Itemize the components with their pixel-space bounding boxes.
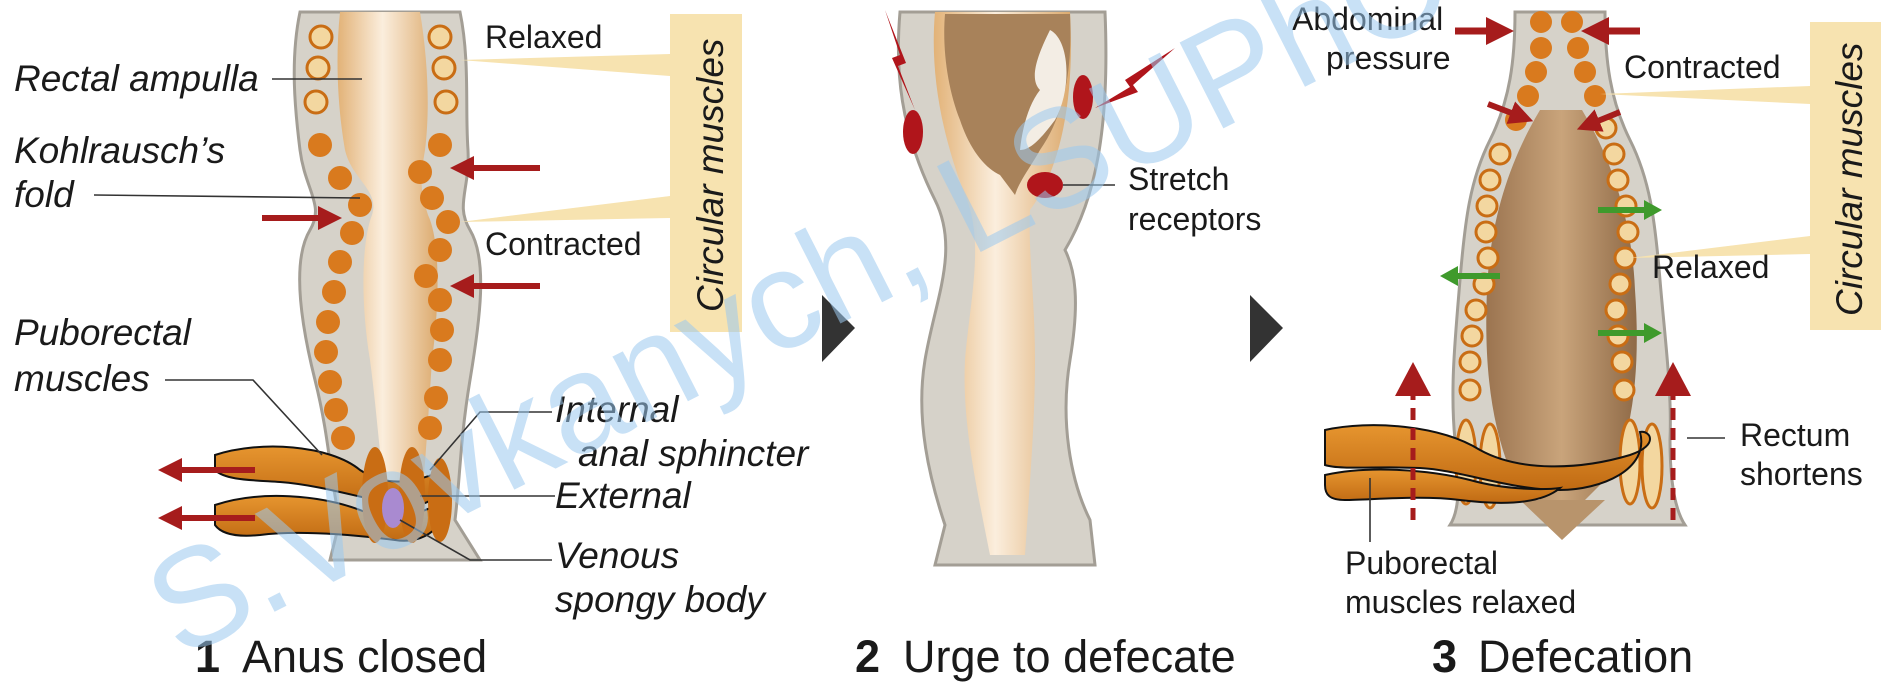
label-stretch-line2: receptors	[1128, 201, 1261, 237]
relaxed-bracket-1	[460, 54, 670, 76]
label-rectum-line1: Rectum	[1740, 417, 1850, 453]
caption-num-2: 2	[855, 631, 880, 682]
caption-text-3: Defecation	[1478, 631, 1693, 682]
arrowhead-relax-left	[1440, 266, 1458, 286]
step-arrow-2	[1250, 295, 1283, 362]
label-kohlrausch-line1: Kohlrausch’s	[14, 130, 225, 171]
label-rectum-line2: shortens	[1740, 456, 1863, 492]
label-relaxed-3: Relaxed	[1652, 249, 1769, 285]
label-puborectal-line2: muscles	[14, 358, 150, 399]
label-venous-line1: Venous	[555, 535, 679, 576]
label-relaxed-1: Relaxed	[485, 19, 602, 55]
contracted-bracket-1	[460, 196, 670, 222]
panel-defecation: Abdominal pressure Contracted Relaxed Ci…	[1292, 1, 1881, 682]
label-contracted-1: Contracted	[485, 226, 642, 262]
label-puborectal-line1: Puborectal	[14, 312, 193, 353]
caption-text-2: Urge to defecate	[903, 631, 1236, 682]
label-puborectal-relaxed-line2: muscles relaxed	[1345, 584, 1576, 620]
contracted-bracket-3	[1600, 86, 1810, 104]
label-rectal-ampulla: Rectal ampulla	[14, 58, 259, 99]
label-venous-line2: spongy body	[555, 579, 767, 620]
caption-num-3: 3	[1432, 631, 1457, 682]
label-contracted-3: Contracted	[1624, 49, 1781, 85]
arrowhead-shorten-left	[1395, 362, 1431, 396]
label-puborectal-relaxed-line1: Puborectal	[1345, 545, 1498, 581]
label-circular-muscles-3: Circular muscles	[1829, 43, 1870, 316]
label-kohlrausch-line2: fold	[14, 174, 75, 215]
